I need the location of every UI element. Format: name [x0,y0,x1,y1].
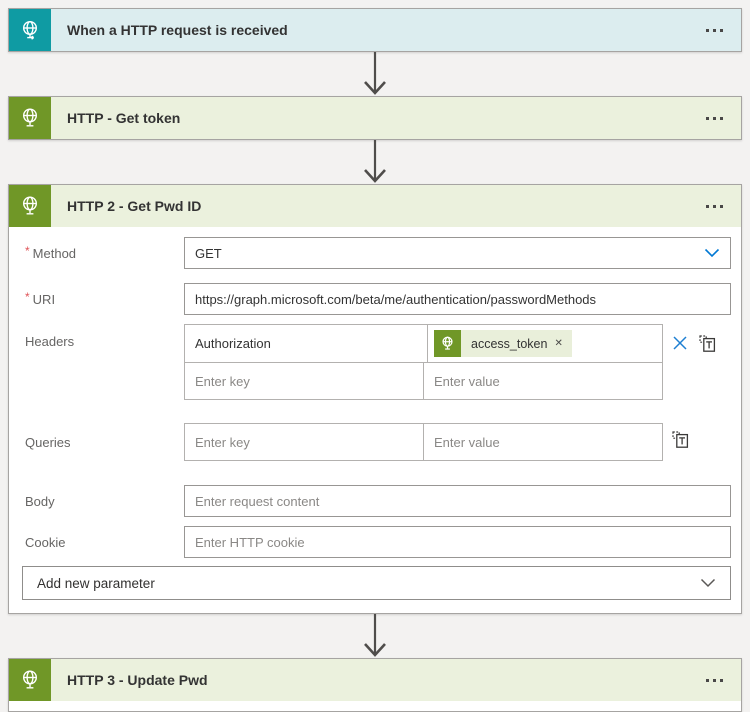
ellipsis-icon[interactable] [704,113,725,124]
trigger-card-header[interactable]: When a HTTP request is received [9,9,741,51]
queries-label: Queries [25,434,71,450]
http-action-icon [9,97,51,139]
ellipsis-icon[interactable] [704,675,725,686]
add-new-parameter-dropdown[interactable]: Add new parameter [22,566,731,600]
headers-key-cell [185,325,427,362]
method-dropdown[interactable]: GET [184,237,731,269]
trigger-card-title: When a HTTP request is received [67,22,288,38]
headers-table: access_token ✕ [184,324,663,400]
body-input[interactable] [184,485,731,517]
http-action-icon [9,185,51,227]
cookie-row: Cookie [25,526,731,558]
uri-label: * URI [25,290,56,307]
cookie-label: Cookie [25,534,66,550]
http3-card-header[interactable]: HTTP 3 - Update Pwd [9,659,741,701]
cookie-input[interactable] [184,526,731,558]
header-value-input[interactable] [434,373,652,389]
http-get-token-header-fill: HTTP - Get token [51,97,741,139]
method-label: * Method [25,244,77,261]
ellipsis-icon[interactable] [704,25,725,36]
body-row: Body [25,485,731,517]
method-row: * Method GET [25,237,731,269]
headers-row-1: access_token ✕ [185,325,662,362]
token-label: access_token [471,336,548,351]
http-action-icon [434,330,461,357]
http-get-token-title: HTTP - Get token [67,110,181,126]
chevron-down-icon [700,578,716,588]
http-action-icon [9,659,51,701]
required-asterisk: * [25,244,30,258]
required-asterisk: * [25,290,30,304]
uri-row: * URI [25,283,731,315]
http2-get-pwd-card: HTTP 2 - Get Pwd ID * Method GET [8,184,742,614]
queries-table [184,423,663,461]
headers-value-cell [423,363,662,399]
http-get-token-card: HTTP - Get token [8,96,742,140]
http3-update-pwd-card: HTTP 3 - Update Pwd [8,658,742,712]
connector-arrow [8,140,742,184]
trigger-card: When a HTTP request is received [8,8,742,52]
http3-card-body [9,701,741,711]
http3-card-title: HTTP 3 - Update Pwd [67,672,208,688]
dynamic-content-token[interactable]: access_token ✕ [434,330,572,357]
http2-card-title: HTTP 2 - Get Pwd ID [67,198,202,214]
http-request-trigger-icon [9,9,51,51]
headers-row-icons [672,324,718,400]
query-key-input[interactable] [195,434,413,450]
queries-key-cell [185,424,423,460]
http2-card-header[interactable]: HTTP 2 - Get Pwd ID [9,185,741,227]
headers-row-2 [185,362,662,399]
queries-row: Queries [25,423,731,461]
http2-header-fill: HTTP 2 - Get Pwd ID [51,185,741,227]
trigger-header-fill: When a HTTP request is received [51,9,741,51]
ellipsis-icon[interactable] [704,201,725,212]
queries-value-cell [423,424,662,460]
header-key-input[interactable] [195,336,417,351]
connector-arrow [8,52,742,96]
text-mode-toggle-icon[interactable] [699,335,718,354]
http2-card-body: * Method GET * URI [9,227,741,613]
queries-row-icons [672,423,691,461]
text-mode-toggle-icon[interactable] [672,431,691,450]
uri-input[interactable] [184,283,731,315]
query-value-input[interactable] [434,434,652,450]
http3-header-fill: HTTP 3 - Update Pwd [51,659,741,701]
headers-row: Headers [25,324,731,400]
queries-row-1 [185,424,662,460]
http-get-token-header[interactable]: HTTP - Get token [9,97,741,139]
headers-key-cell [185,363,423,399]
token-remove-icon[interactable]: ✕ [554,338,563,349]
method-value: GET [195,245,222,261]
chevron-down-icon [704,248,720,258]
connector-arrow [8,614,742,658]
header-key-input[interactable] [195,373,413,389]
headers-label: Headers [25,334,75,349]
headers-value-cell: access_token ✕ [427,325,662,362]
body-label: Body [25,493,55,509]
delete-row-x-icon[interactable] [672,335,688,351]
